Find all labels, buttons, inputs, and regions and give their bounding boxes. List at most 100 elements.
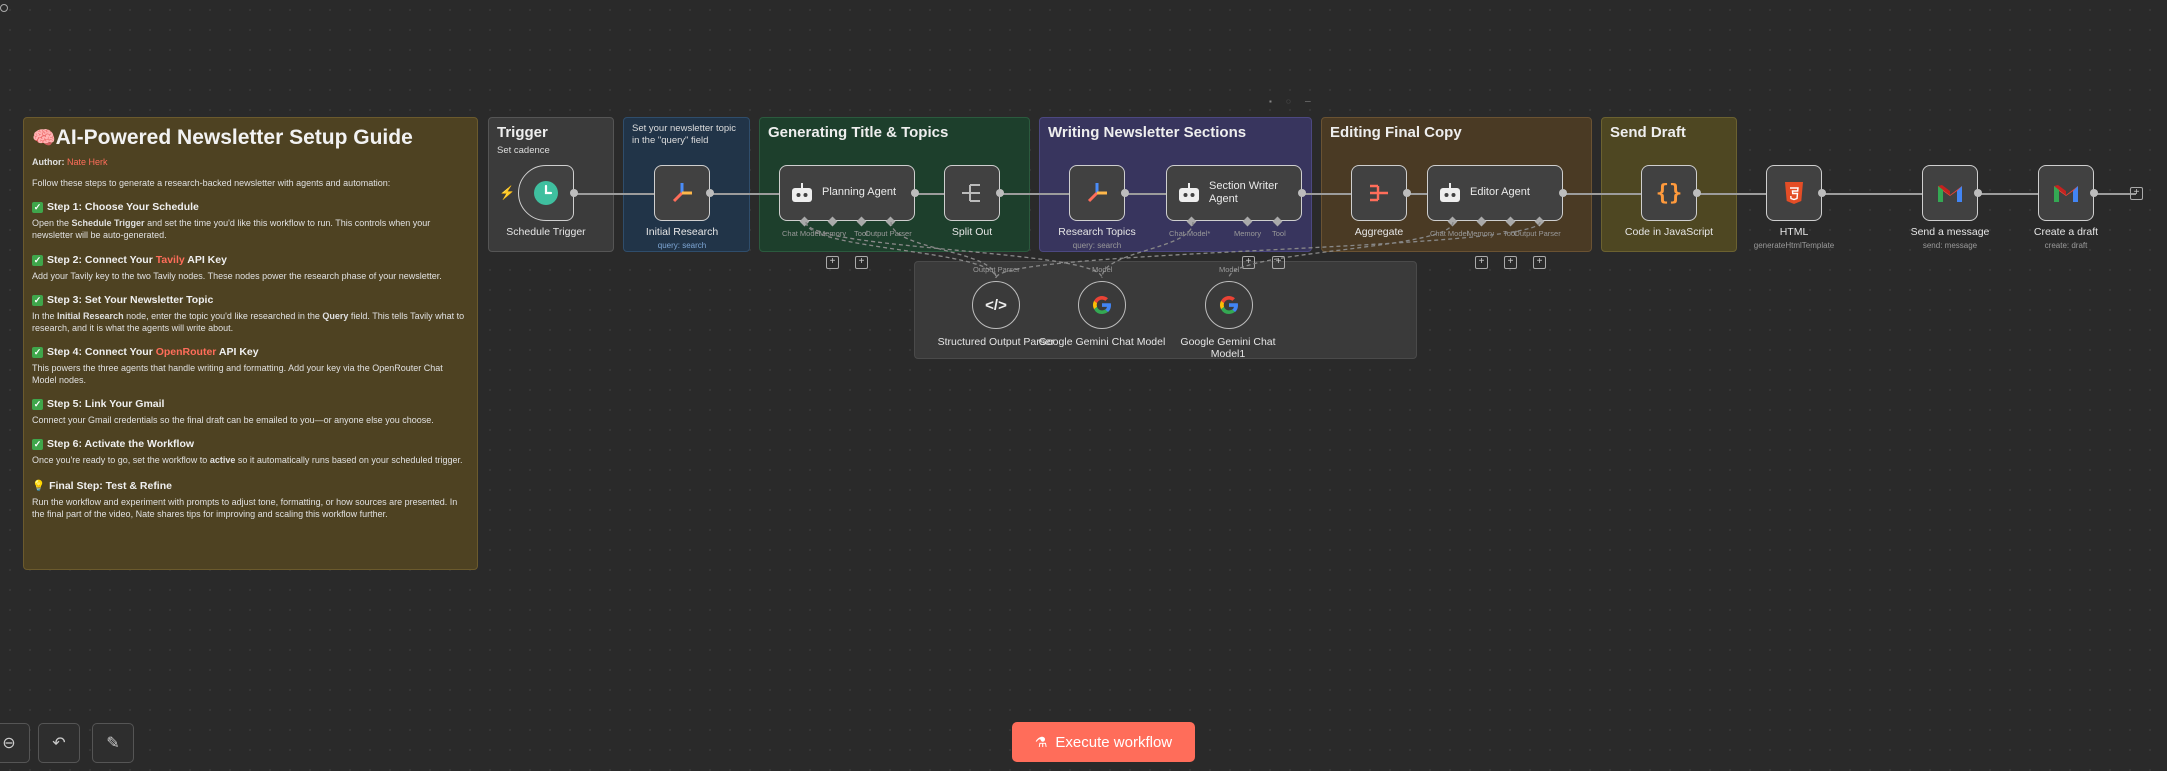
split-out-node[interactable] [944, 165, 1000, 221]
step3-c: node, enter the topic you'd like researc… [123, 310, 323, 321]
google-icon [1093, 296, 1112, 314]
add-output-parser-button[interactable]: + [1533, 256, 1546, 269]
output-port[interactable] [1974, 189, 1982, 197]
tidy-up-button[interactable]: ✎ [92, 723, 134, 763]
port-label-chat-model: Chat Model* [1169, 229, 1211, 238]
robot-icon [1440, 183, 1460, 202]
initial-research-label: Initial Research [645, 226, 719, 238]
step2-b: Tavily [155, 253, 185, 266]
guide-intro: Follow these steps to generate a researc… [32, 178, 391, 189]
step6-title: Step 6: Activate the Workflow [47, 438, 195, 451]
generating-note-title: Generating Title & Topics [768, 124, 949, 141]
html-node[interactable] [1766, 165, 1822, 221]
port-label-chat-model: Chat Model [782, 229, 821, 238]
aggregate-node[interactable] [1351, 165, 1407, 221]
port-label-memory: Memory [1467, 229, 1495, 238]
output-port[interactable] [706, 189, 714, 197]
step3-d: Query [322, 310, 349, 321]
port-label-memory: Memory [819, 229, 847, 238]
output-port[interactable] [996, 189, 1004, 197]
create-draft-sub: create: draft [2044, 241, 2088, 250]
code-braces-icon: {} [1655, 180, 1683, 206]
split-icon [962, 184, 980, 202]
structured-output-parser-node[interactable]: </> [972, 281, 1020, 329]
step3-a: In the [32, 310, 58, 321]
output-port[interactable] [570, 189, 578, 197]
step1-title: Step 1: Choose Your Schedule [47, 201, 199, 214]
step4-a: Step 4: Connect Your [47, 345, 156, 358]
add-tool-button[interactable]: + [1272, 256, 1285, 269]
execute-workflow-label: Execute workflow [1055, 733, 1173, 751]
output-port[interactable] [1559, 189, 1567, 197]
planning-agent-label: Planning Agent [822, 186, 897, 199]
check-icon: ✓ [32, 346, 43, 358]
port-label-chat-model: Chat Model [1430, 229, 1469, 238]
gemini-chat-model-label: Google Gemini Chat Model [1038, 336, 1166, 348]
undo-icon: ↶ [52, 735, 66, 752]
step3-e: field. This tells Tavily what to researc… [32, 310, 465, 333]
output-port[interactable] [1121, 189, 1129, 197]
author-name: Nate Herk [67, 157, 108, 167]
note-toolbar[interactable]: ▪ ◌ ─ [1269, 97, 1317, 106]
final-text: Run the workflow and experiment with pro… [32, 496, 458, 519]
editor-agent-node[interactable]: Editor Agent [1427, 165, 1563, 221]
schedule-trigger-node[interactable] [518, 165, 574, 221]
step3-b: Initial Research [57, 310, 124, 321]
execute-workflow-button[interactable]: ⚗ Execute workflow [1012, 722, 1195, 762]
step6-b: active [209, 455, 236, 466]
code-icon: </> [985, 296, 1007, 314]
check-icon: ✓ [32, 439, 43, 451]
broom-icon: ✎ [106, 735, 120, 752]
editor-agent-label: Editor Agent [1470, 186, 1530, 199]
output-port[interactable] [1693, 189, 1701, 197]
writing-note-title: Writing Newsletter Sections [1048, 124, 1247, 141]
port-label-output-parser: Output Parser [865, 229, 912, 238]
step1-a: Open the [32, 218, 72, 229]
output-port[interactable] [911, 189, 919, 197]
check-icon: ✓ [32, 294, 43, 306]
send-message-node[interactable] [1922, 165, 1978, 221]
step6-c: so it automatically runs based on your s… [235, 455, 463, 466]
output-port[interactable] [1298, 189, 1306, 197]
add-tool-button[interactable]: + [1504, 256, 1517, 269]
step3-title: Step 3: Set Your Newsletter Topic [47, 293, 214, 306]
setup-guide-note[interactable]: 🧠AI-Powered Newsletter Setup Guide Autho… [23, 117, 478, 570]
output-port[interactable] [1818, 189, 1826, 197]
split-out-label: Split Out [951, 226, 993, 238]
undo-button[interactable]: ↶ [38, 723, 80, 763]
port-label-model: Model [1092, 265, 1113, 274]
research-topics-node[interactable] [1069, 165, 1125, 221]
step4-text: This powers the three agents that handle… [32, 362, 443, 386]
send-message-sub: send: message [1922, 241, 1978, 250]
add-memory-button[interactable]: + [826, 256, 839, 269]
step1-c: and set the time you'd like this workflo… [32, 218, 431, 241]
planning-agent-node[interactable]: Planning Agent [779, 165, 915, 221]
gemini-chat-model1-node[interactable] [1205, 281, 1253, 329]
gmail-icon [1938, 185, 1962, 202]
step2-text: Add your Tavily key to the two Tavily no… [32, 270, 442, 281]
port-label-output-parser: Output Parser [1514, 229, 1561, 238]
gmail-icon [2054, 185, 2078, 202]
google-icon [1220, 296, 1239, 314]
output-port[interactable] [1403, 189, 1411, 197]
final-title: Final Step: Test & Refine [49, 479, 172, 492]
tavily-icon [1087, 183, 1107, 203]
step4-c: API Key [216, 345, 259, 358]
output-port[interactable] [2090, 189, 2098, 197]
zoom-out-button[interactable]: ⊖ [0, 723, 30, 763]
step5-text: Connect your Gmail credentials so the fi… [32, 415, 434, 426]
step2-c: API Key [184, 253, 227, 266]
add-memory-button[interactable]: + [1242, 256, 1255, 269]
canvas-corner-icon [0, 4, 8, 12]
add-node-button[interactable]: + [2130, 187, 2143, 200]
add-tool-button[interactable]: + [855, 256, 868, 269]
html-label: HTML [1779, 226, 1809, 238]
add-memory-button[interactable]: + [1475, 256, 1488, 269]
gemini-chat-model-node[interactable] [1078, 281, 1126, 329]
port-label-memory: Memory [1234, 229, 1262, 238]
trigger-note-sub: Set cadence [497, 145, 550, 156]
brain-icon: 🧠 [32, 128, 56, 149]
robot-icon [792, 183, 812, 202]
port-label-model: Model [1219, 265, 1240, 274]
